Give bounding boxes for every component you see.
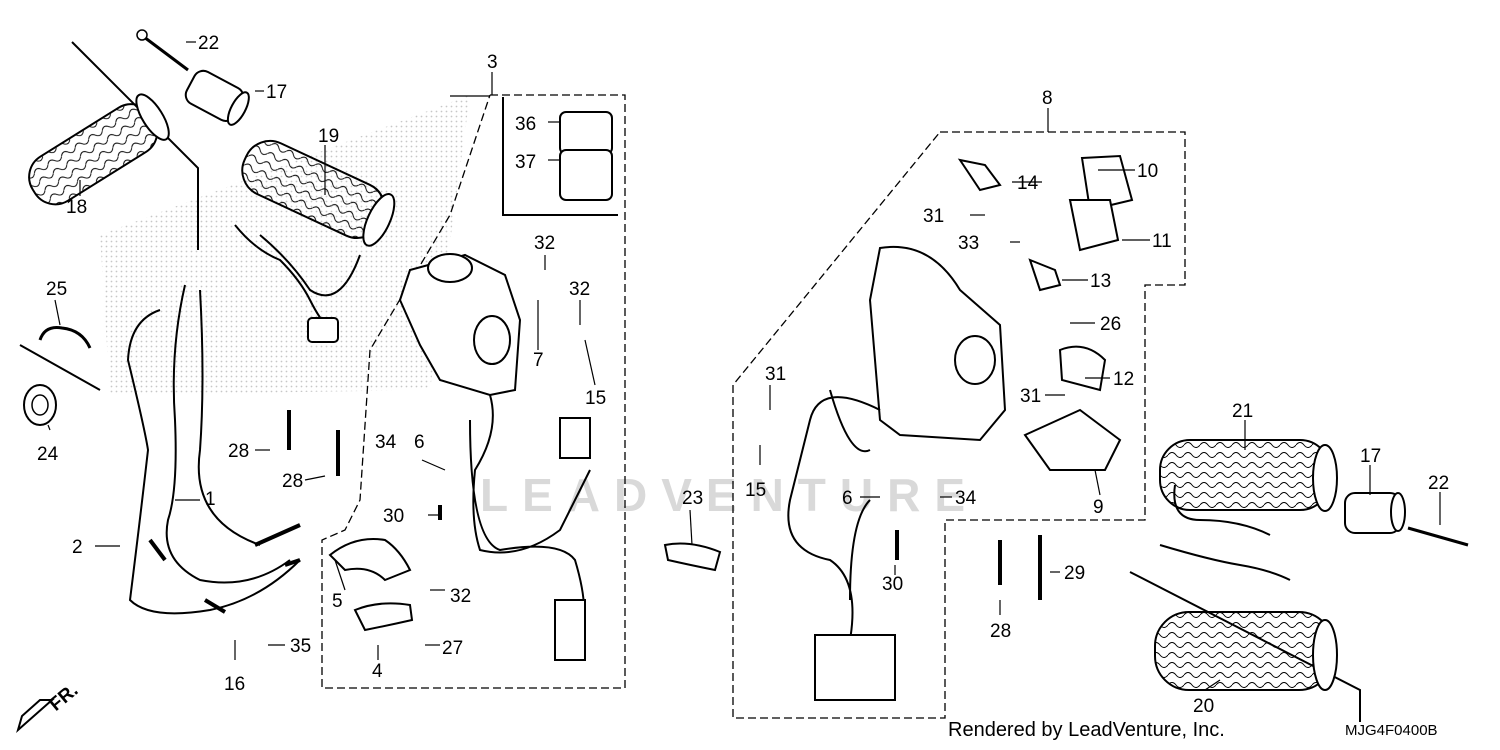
callout-12: 12 bbox=[1113, 369, 1134, 390]
callout-19: 19 bbox=[318, 126, 339, 147]
callout-4: 4 bbox=[372, 661, 383, 682]
right-grip-20 bbox=[1154, 611, 1338, 691]
callout-35: 35 bbox=[290, 636, 311, 657]
grip-21-wire bbox=[1159, 484, 1291, 581]
right-harness bbox=[787, 389, 881, 641]
callout-1: 1 bbox=[205, 489, 216, 510]
callout-26: 26 bbox=[1100, 314, 1121, 335]
throttle-cable-2 bbox=[126, 309, 301, 615]
callout-37: 37 bbox=[515, 152, 536, 173]
heated-grip-21 bbox=[1159, 439, 1338, 512]
callout-13: 13 bbox=[1090, 271, 1111, 292]
callout-31-b: 31 bbox=[1020, 386, 1041, 407]
left-connector-top bbox=[559, 417, 591, 459]
callout-36: 36 bbox=[515, 114, 536, 135]
callout-32-c: 32 bbox=[450, 586, 471, 607]
callout-17: 17 bbox=[266, 82, 287, 103]
diagram-code: MJG4F0400B bbox=[1345, 722, 1438, 739]
left-harness bbox=[469, 394, 591, 631]
callout-34-right: 34 bbox=[955, 488, 977, 509]
callout-6-right: 6 bbox=[842, 488, 853, 509]
callout-21: 21 bbox=[1232, 401, 1253, 422]
callout-30-right: 30 bbox=[882, 574, 903, 595]
callout-32-b: 32 bbox=[569, 279, 590, 300]
callout-22: 22 bbox=[198, 33, 219, 54]
callout-33: 33 bbox=[958, 233, 979, 254]
callout-5: 5 bbox=[332, 591, 343, 612]
bolt-22-right bbox=[1407, 526, 1469, 547]
front-label: FR. bbox=[45, 680, 82, 716]
divider-clip bbox=[19, 344, 101, 391]
right-switch-housing bbox=[868, 246, 1007, 442]
callout-24: 24 bbox=[37, 444, 59, 465]
callout-31-a: 31 bbox=[923, 206, 944, 227]
callout-29: 29 bbox=[1064, 563, 1085, 584]
callout-8: 8 bbox=[1042, 88, 1053, 109]
end-weight-17-right bbox=[1344, 492, 1406, 534]
shaded-region bbox=[100, 95, 470, 395]
plate-11 bbox=[1068, 199, 1120, 252]
callout-6-left: 6 bbox=[414, 432, 425, 453]
cable-ends bbox=[148, 523, 301, 614]
callout-27: 27 bbox=[442, 638, 463, 659]
callout-22-right: 22 bbox=[1428, 473, 1449, 494]
callout-30-left: 30 bbox=[383, 506, 404, 527]
callout-20: 20 bbox=[1193, 696, 1214, 717]
callout-10: 10 bbox=[1137, 161, 1158, 182]
callout-28-right: 28 bbox=[990, 621, 1011, 642]
callout-14: 14 bbox=[1017, 173, 1039, 194]
callout-25: 25 bbox=[46, 279, 67, 300]
clip-25 bbox=[38, 326, 92, 349]
band-23 bbox=[663, 542, 722, 572]
sub-box-36-37 bbox=[502, 97, 618, 216]
callout-9: 9 bbox=[1093, 497, 1104, 518]
bracket-4 bbox=[353, 602, 414, 632]
right-connector-bottom bbox=[814, 634, 896, 701]
render-credit: Rendered by LeadVenture, Inc. bbox=[948, 719, 1225, 741]
bracket-5 bbox=[328, 538, 412, 582]
callout-32-a: 32 bbox=[534, 233, 555, 254]
callout-3: 3 bbox=[487, 52, 498, 73]
left-grip-18 bbox=[28, 93, 170, 206]
callout-17-right: 17 bbox=[1360, 446, 1381, 467]
callout-23: 23 bbox=[682, 488, 703, 509]
throttle-cable-1 bbox=[165, 284, 291, 584]
callout-31-c: 31 bbox=[765, 364, 786, 385]
callout-16: 16 bbox=[224, 674, 245, 695]
callout-15-right: 15 bbox=[745, 480, 766, 501]
callout-28-b: 28 bbox=[282, 471, 303, 492]
grip-19-connector bbox=[307, 317, 339, 343]
bracket-13 bbox=[1028, 258, 1062, 292]
label-36 bbox=[559, 111, 613, 155]
bolt-22-left bbox=[139, 32, 189, 72]
divider-left-grip bbox=[71, 41, 199, 250]
left-switch-housing bbox=[398, 253, 522, 397]
assembly-box-8 bbox=[732, 131, 1186, 719]
clamp-12 bbox=[1058, 345, 1107, 392]
housing-9 bbox=[1023, 408, 1122, 471]
callout-7: 7 bbox=[533, 350, 544, 371]
callout-28-a: 28 bbox=[228, 441, 249, 462]
left-connector-bottom bbox=[554, 599, 586, 661]
callout-11: 11 bbox=[1152, 231, 1172, 252]
leader-lines bbox=[47, 41, 1441, 691]
callout-15-left: 15 bbox=[585, 388, 606, 409]
label-37 bbox=[559, 149, 613, 201]
front-arrow bbox=[16, 699, 55, 734]
end-weight-17-left bbox=[184, 69, 250, 126]
callout-18: 18 bbox=[66, 197, 87, 218]
callout-34-left: 34 bbox=[375, 432, 397, 453]
callout-labels: 22 17 19 18 3 36 37 25 24 32 32 7 15 28 … bbox=[37, 33, 1449, 717]
bracket-14 bbox=[957, 158, 1002, 192]
callout-2: 2 bbox=[72, 537, 83, 558]
